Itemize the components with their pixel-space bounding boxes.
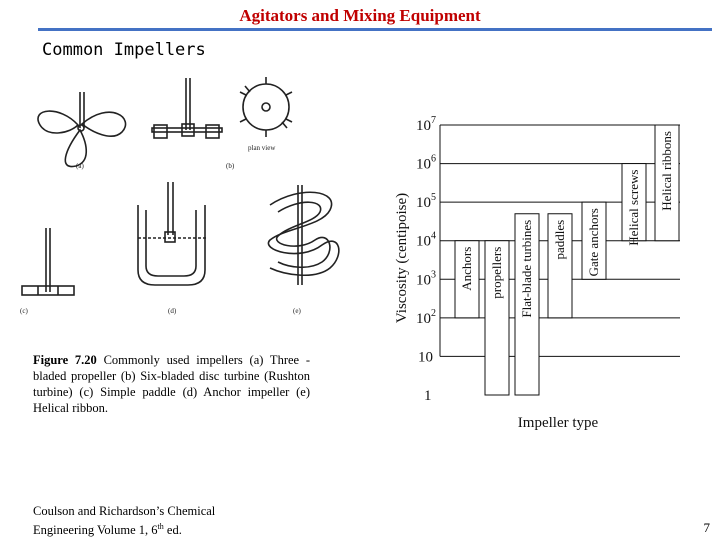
- label-d: (d): [168, 307, 177, 315]
- range-bar: [547, 213, 573, 319]
- range-bar-label: paddles: [552, 220, 567, 260]
- caption-text: Commonly used impellers (a) Three -blade…: [33, 353, 310, 415]
- label-a: (a): [76, 162, 84, 170]
- plan-view-drawing: [239, 77, 293, 137]
- y-tick-label: 107: [416, 115, 436, 134]
- source-line-2-sup: th: [157, 522, 164, 531]
- slide-title: Agitators and Mixing Equipment: [239, 6, 481, 25]
- range-bar-group: Anchors propellers Flat-blade turbines padd…: [454, 124, 680, 396]
- y-tick-group: 1 10 102 103 104 105 106 107: [416, 115, 436, 404]
- label-e: (e): [293, 307, 301, 315]
- range-bar: [654, 124, 680, 242]
- disc-turbine-drawing: [151, 78, 223, 139]
- range-bar: [581, 201, 607, 280]
- figure-caption: Figure 7.20 Commonly used impellers (a) …: [33, 352, 310, 416]
- label-c: (c): [20, 307, 28, 315]
- y-tick-label: 106: [416, 154, 436, 173]
- range-bar: [514, 213, 540, 396]
- title-rule: [38, 28, 712, 31]
- source-line-1: Coulson and Richardson’s Chemical: [33, 504, 216, 518]
- page-number: 7: [703, 520, 711, 535]
- helical-ribbon-drawing: [267, 185, 340, 285]
- slide-subtitle: Common Impellers: [42, 40, 206, 60]
- y-tick-label: 105: [416, 192, 436, 211]
- y-tick-label: 104: [416, 231, 436, 250]
- source-line-2-suffix: ed.: [163, 523, 182, 538]
- range-bar-label: propellers: [489, 247, 504, 299]
- range-bar-label: Anchors: [459, 247, 474, 291]
- y-tick-label: 10: [418, 349, 433, 365]
- anchor-drawing: [137, 182, 208, 286]
- y-tick-label: 103: [416, 269, 436, 288]
- propeller-drawing: [37, 92, 127, 168]
- paddle-drawing: [21, 228, 75, 296]
- source-line-2-prefix: Engineering Volume 1, 6: [33, 523, 158, 538]
- range-bar-label: Gate anchors: [586, 208, 601, 276]
- axis-labels: Viscosity (centipoise) Impeller type: [394, 193, 599, 431]
- caption-label: Figure 7.20: [33, 353, 97, 367]
- range-bar: [484, 240, 510, 396]
- source-citation: Coulson and Richardson’s Chemical Engine…: [33, 503, 215, 538]
- range-bar: [621, 163, 647, 242]
- y-tick-label: 102: [416, 308, 436, 327]
- label-b: (b): [226, 162, 235, 170]
- range-bar-label: Helical ribbons: [659, 131, 674, 211]
- x-axis-label: Impeller type: [518, 415, 599, 431]
- source-line-2: Engineering Volume 1, 6th ed.: [33, 519, 215, 538]
- y-axis-label: Viscosity (centipoise): [394, 193, 410, 323]
- impeller-illustrations: (a) (b) plan view (c) (d) (e): [20, 77, 340, 315]
- y-tick-label: 1: [424, 388, 432, 404]
- range-bar-label: Flat-blade turbines: [519, 220, 534, 318]
- range-bar-label: Helical screws: [626, 170, 641, 246]
- label-plan-view: plan view: [248, 144, 276, 152]
- range-bar: [454, 240, 480, 319]
